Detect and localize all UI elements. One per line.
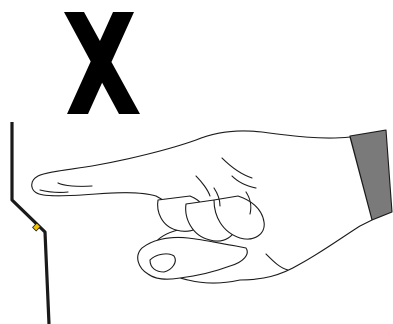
pointing-hand-icon xyxy=(32,130,392,283)
prohibition-x-icon xyxy=(64,12,140,114)
panel-edge xyxy=(12,122,49,324)
